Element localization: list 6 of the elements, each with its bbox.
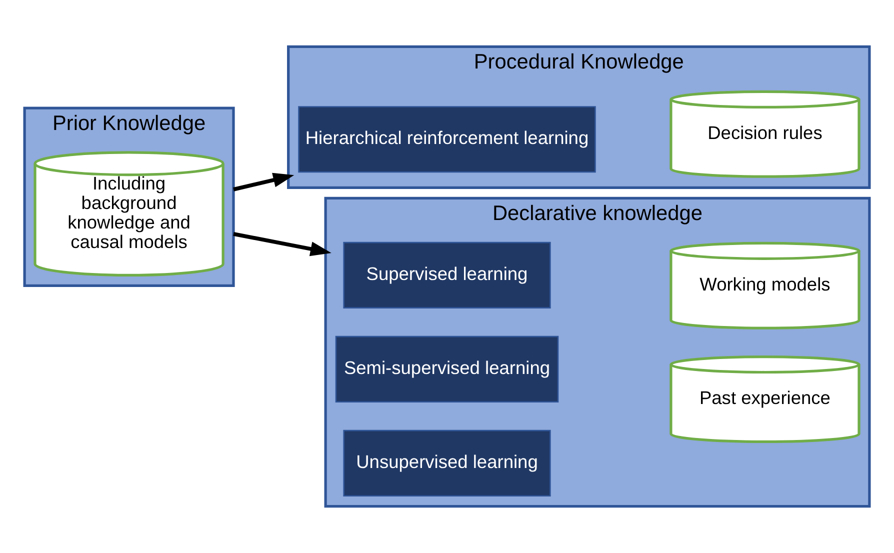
node-box: Unsupervised learning [343,430,551,497]
arrow [233,172,294,192]
node-box: Semi-supervised learning [335,336,559,403]
node-box: Supervised learning [343,242,551,308]
arrow [233,232,332,256]
node-box: Hierarchical reinforcement learning [298,106,596,173]
